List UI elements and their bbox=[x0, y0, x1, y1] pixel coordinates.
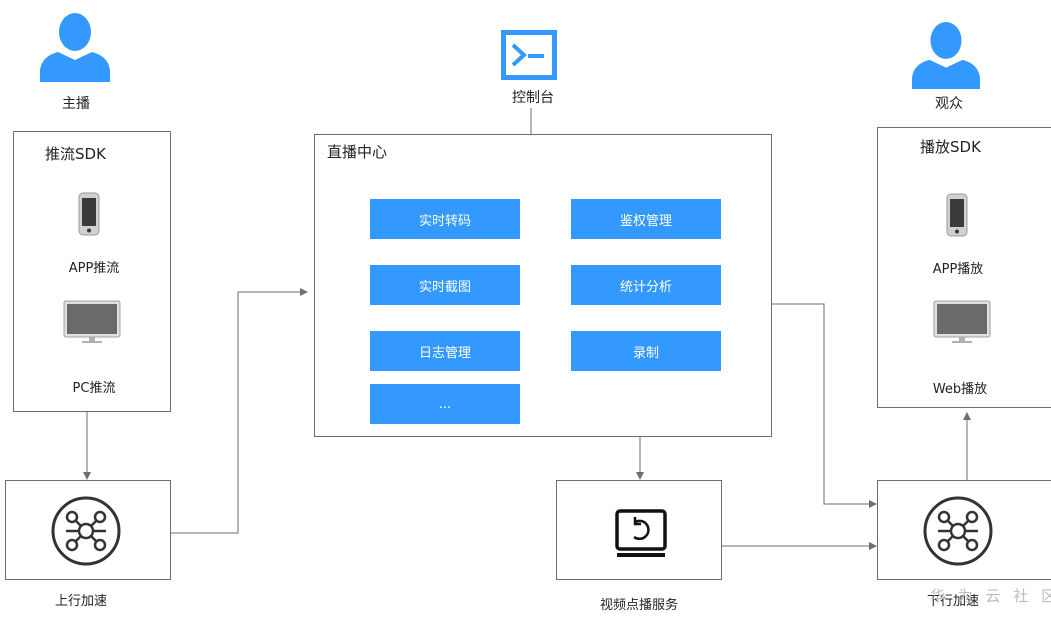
web-play-label: Web播放 bbox=[932, 382, 988, 397]
downlink-box bbox=[877, 480, 1051, 580]
network-hub-icon bbox=[51, 496, 121, 570]
live-center-title: 直播中心 bbox=[327, 143, 388, 161]
console-node[interactable] bbox=[501, 30, 557, 80]
monitor-icon bbox=[933, 300, 991, 348]
network-hub-icon bbox=[923, 496, 993, 570]
push-sdk-box: 推流SDK APP推流 PC推流 bbox=[13, 131, 171, 412]
tile-statistics[interactable]: 统计分析 bbox=[571, 265, 721, 305]
uplink-box bbox=[5, 480, 171, 580]
user-icon bbox=[40, 13, 110, 82]
play-sdk-box: 播放SDK APP播放 Web播放 bbox=[877, 127, 1051, 408]
tile-recording[interactable]: 录制 bbox=[571, 331, 721, 371]
play-sdk-title: 播放SDK bbox=[920, 138, 981, 156]
tile-realtime-transcode[interactable]: 实时转码 bbox=[370, 199, 520, 239]
pc-push-label: PC推流 bbox=[72, 381, 116, 396]
app-push-label: APP推流 bbox=[68, 261, 120, 276]
uplink-label: 上行加速 bbox=[54, 594, 108, 609]
anchor-actor bbox=[40, 10, 110, 82]
anchor-label: 主播 bbox=[62, 96, 90, 112]
tile-auth-management[interactable]: 鉴权管理 bbox=[571, 199, 721, 239]
vod-box bbox=[556, 480, 722, 580]
monitor-icon bbox=[63, 300, 121, 348]
phone-icon bbox=[946, 193, 968, 241]
audience-label: 观众 bbox=[935, 96, 963, 112]
vod-label: 视频点播服务 bbox=[599, 598, 679, 613]
replay-monitor-icon bbox=[615, 509, 667, 563]
tile-realtime-snapshot[interactable]: 实时截图 bbox=[370, 265, 520, 305]
tile-log-management[interactable]: 日志管理 bbox=[370, 331, 520, 371]
user-icon bbox=[912, 21, 980, 89]
arrow-livecenter-to-downlink bbox=[771, 303, 877, 508]
watermark: 华 为 云 社 区 bbox=[930, 587, 1051, 605]
terminal-icon bbox=[501, 30, 557, 80]
downlink-label: 下行加速 bbox=[926, 594, 980, 609]
tile-more[interactable]: ... bbox=[370, 384, 520, 424]
phone-icon bbox=[78, 192, 100, 240]
push-sdk-title: 推流SDK bbox=[45, 145, 106, 163]
arrow-uplink-to-livecenter bbox=[170, 288, 308, 534]
audience-actor bbox=[912, 18, 980, 90]
app-play-label: APP播放 bbox=[932, 262, 984, 277]
console-label: 控制台 bbox=[512, 90, 554, 106]
